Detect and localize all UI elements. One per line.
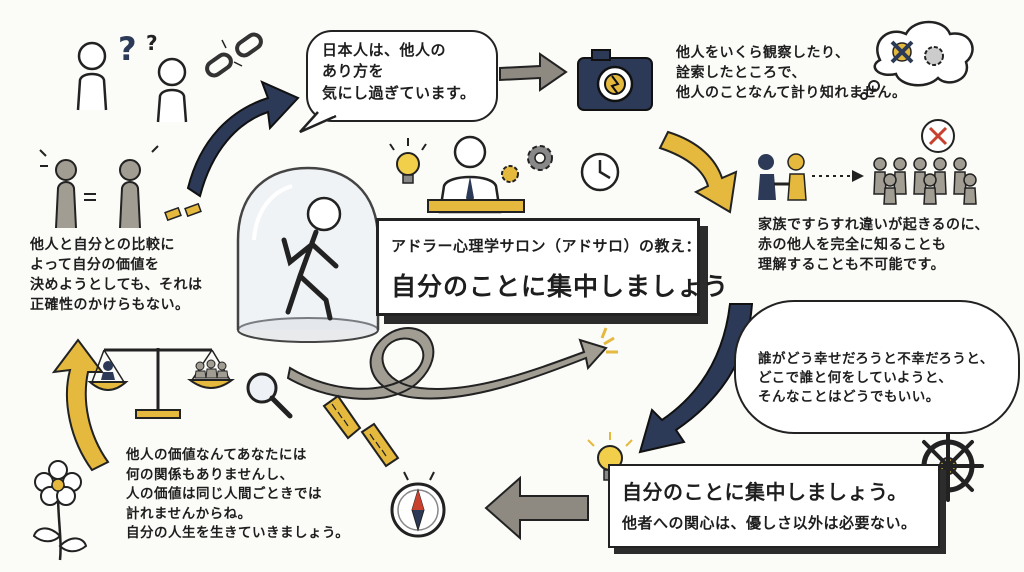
scales-icon <box>87 348 235 419</box>
clock-icon <box>580 152 620 192</box>
svg-text:?: ? <box>118 30 137 68</box>
question-mark-icon: ? ? <box>118 30 158 68</box>
conclusion-subtitle: 他者への関心は、優しさ以外は必要ない。 <box>622 514 917 532</box>
broken-chain-icon <box>205 32 263 78</box>
conclusion-box: 自分のことに集中しましょう。 他者への関心は、優しさ以外は必要ない。 <box>608 464 940 548</box>
flower-icon <box>32 460 88 561</box>
value-text: 他人の価値なんてあなたには 何の関係もありませんし、 人の価値は同じ人間ごときで… <box>126 447 350 542</box>
navy-arrow-top-left <box>186 80 300 198</box>
thought-cloud-icon <box>860 20 974 100</box>
camera-icon <box>577 49 653 111</box>
magnifier-icon <box>246 372 293 419</box>
lightbulb-icon <box>389 138 427 184</box>
swirl-arrow <box>286 327 618 400</box>
svg-text:?: ? <box>146 31 158 55</box>
speech-bubble-top: 日本人は、他人の あり方を 気にし過ぎています。 <box>306 30 498 122</box>
center-title-line2: 自分のことに集中しましょう <box>391 272 730 301</box>
comparing-people-icon <box>39 145 159 229</box>
center-title-line1: アドラー心理学サロン（アドサロ）の教え： <box>391 237 702 255</box>
conclusion-title: 自分のことに集中しましょう。 <box>622 480 908 504</box>
center-title-box: アドラー心理学サロン（アドサロ）の教え： 自分のことに集中しましょう <box>376 218 728 316</box>
gear-icon <box>501 145 553 183</box>
gold-arrow-right <box>658 130 738 214</box>
speech-bubble-text: 日本人は、他人の あり方を 気にし過ぎています。 <box>322 41 476 102</box>
comparison-text: 他人と自分との比較に よって自分の価値を 決めようとしても、それは 正確性のかけ… <box>30 237 203 313</box>
family-text: 家族ですらすれ違いが起きるのに、 赤の他人を完全に知ることも 理解することも不可… <box>758 217 990 273</box>
gold-arrow-left <box>51 338 110 472</box>
gray-arrow-top <box>499 52 568 92</box>
confused-people-icon <box>76 41 188 123</box>
thought-bubble-right: 誰がどう幸せだろうと不幸だろうと、 どこで誰と何をしていようと、 そんなことはど… <box>734 300 1020 434</box>
businessman-icon <box>427 135 525 214</box>
thought-bubble-text: 誰がどう幸せだろうと不幸だろうと、 どこで誰と何をしていようと、 そんなことはど… <box>758 351 994 406</box>
broken-link-icon <box>164 202 202 222</box>
observation-text: 他人をいくら観察したり、 詮索したところで、 他人のことなんて計り知れません。 <box>676 45 907 101</box>
ruler-icon <box>322 394 400 468</box>
person-in-dome-icon <box>236 166 380 343</box>
compass-icon <box>390 471 446 538</box>
handshake-icon <box>758 153 807 201</box>
crowd-icon <box>873 119 977 205</box>
gray-arrow-bottom <box>484 475 589 541</box>
